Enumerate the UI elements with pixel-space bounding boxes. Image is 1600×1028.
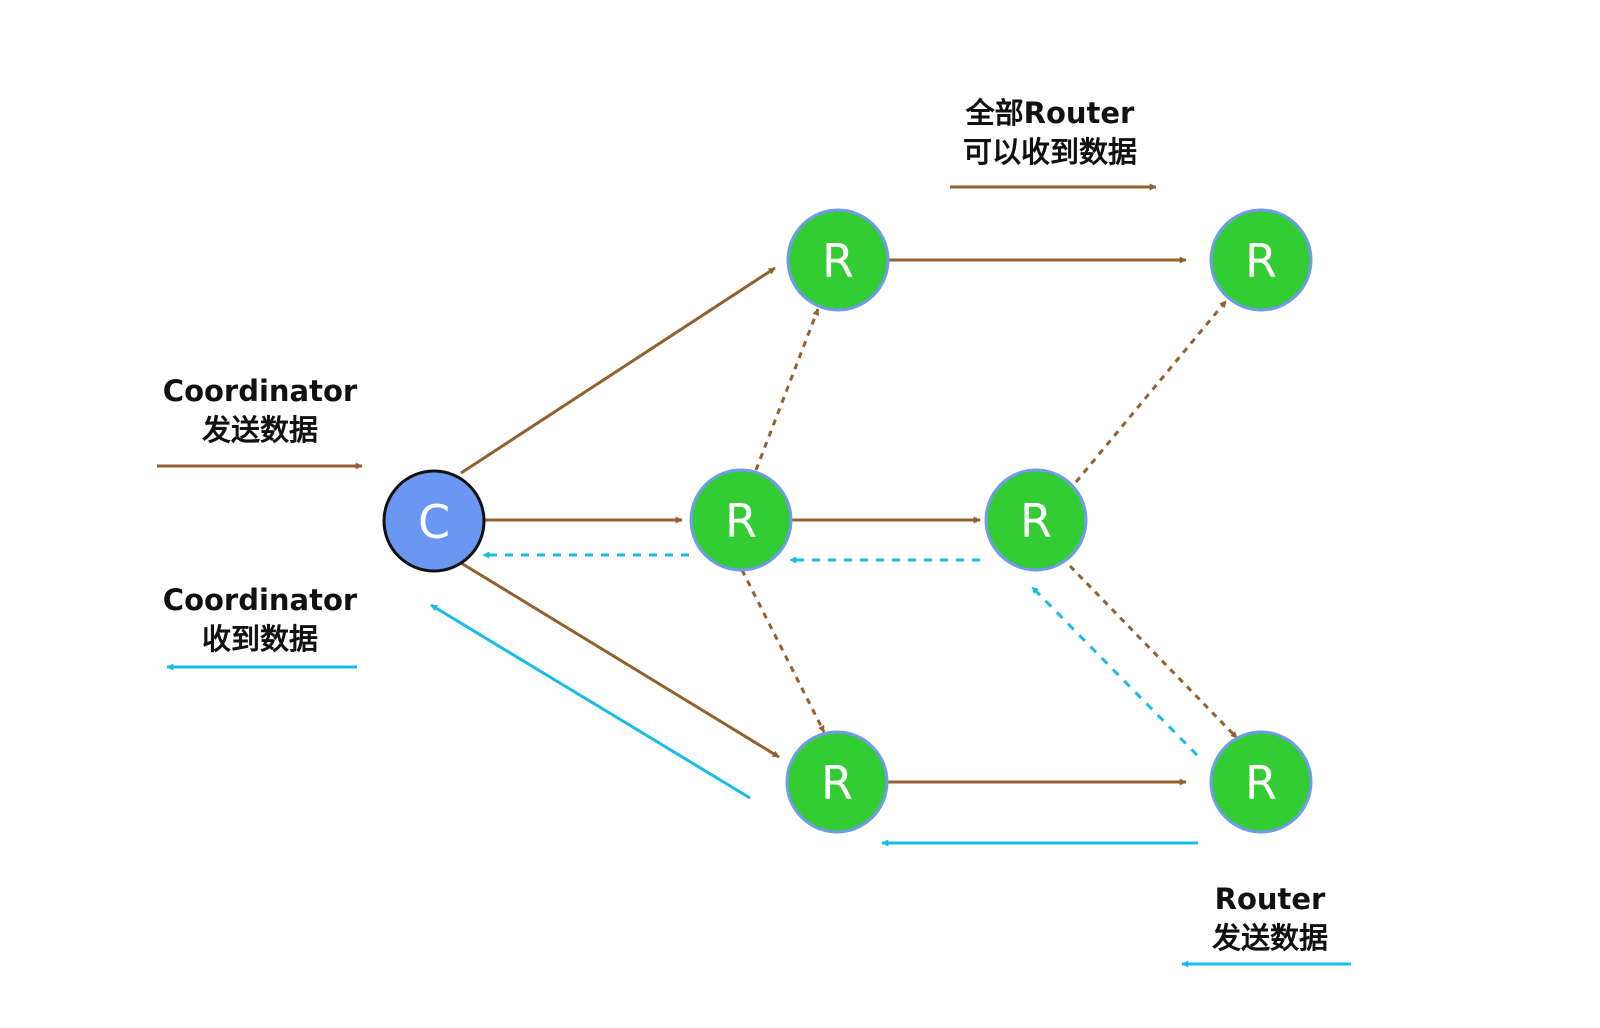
router-node-middle-right: R	[984, 468, 1088, 572]
router-label: R	[822, 234, 854, 288]
edge-return-dashed-r-bottom-right-to-r-mid-right	[1030, 585, 1199, 757]
router-label: R	[725, 494, 757, 548]
router-label: R	[1020, 494, 1052, 548]
edge-c-to-r-top	[460, 266, 776, 475]
caption-coordinator-receive: Coordinator 收到数据	[150, 581, 370, 659]
router-node-top-right: R	[1209, 208, 1313, 312]
caption-line: 全部Router	[965, 96, 1135, 130]
edge-c-to-r-bottom	[460, 561, 780, 759]
caption-all-router-receive: 全部Router 可以收到数据	[935, 94, 1165, 172]
caption-router-send: Router 发送数据	[1185, 880, 1355, 958]
router-node-top: R	[786, 208, 890, 312]
coordinator-node: C	[382, 469, 486, 573]
coordinator-circle	[382, 469, 486, 573]
router-circle	[984, 468, 1088, 572]
edge-dashed-r-mid-right-to-r-bottom-right	[1068, 564, 1239, 740]
router-circle	[786, 208, 890, 312]
edge-return-r-bottom-to-c	[430, 603, 751, 800]
router-circle	[689, 468, 793, 572]
router-node-bottom-right: R	[1209, 730, 1313, 834]
router-circle	[1209, 208, 1313, 312]
caption-line: Router	[1214, 882, 1326, 916]
caption-line: 收到数据	[201, 622, 318, 656]
caption-line: 发送数据	[1211, 921, 1328, 955]
edge-dashed-r-mid-to-r-bottom	[740, 569, 826, 733]
edge-dashed-r-mid-to-r-top	[754, 308, 820, 471]
caption-line: Coordinator	[162, 583, 358, 617]
caption-line: Coordinator	[162, 374, 358, 408]
router-circle	[1209, 730, 1313, 834]
router-circle	[785, 730, 889, 834]
caption-line: 可以收到数据	[962, 135, 1137, 169]
router-label: R	[1245, 756, 1277, 810]
caption-coordinator-send: Coordinator 发送数据	[150, 372, 370, 450]
caption-line: 发送数据	[201, 413, 318, 447]
edge-dashed-r-mid-right-to-r-top-right	[1074, 300, 1228, 483]
router-node-middle: R	[689, 468, 793, 572]
router-label: R	[821, 756, 853, 810]
router-label: R	[1245, 234, 1277, 288]
coordinator-label: C	[418, 495, 450, 549]
router-node-bottom: R	[785, 730, 889, 834]
